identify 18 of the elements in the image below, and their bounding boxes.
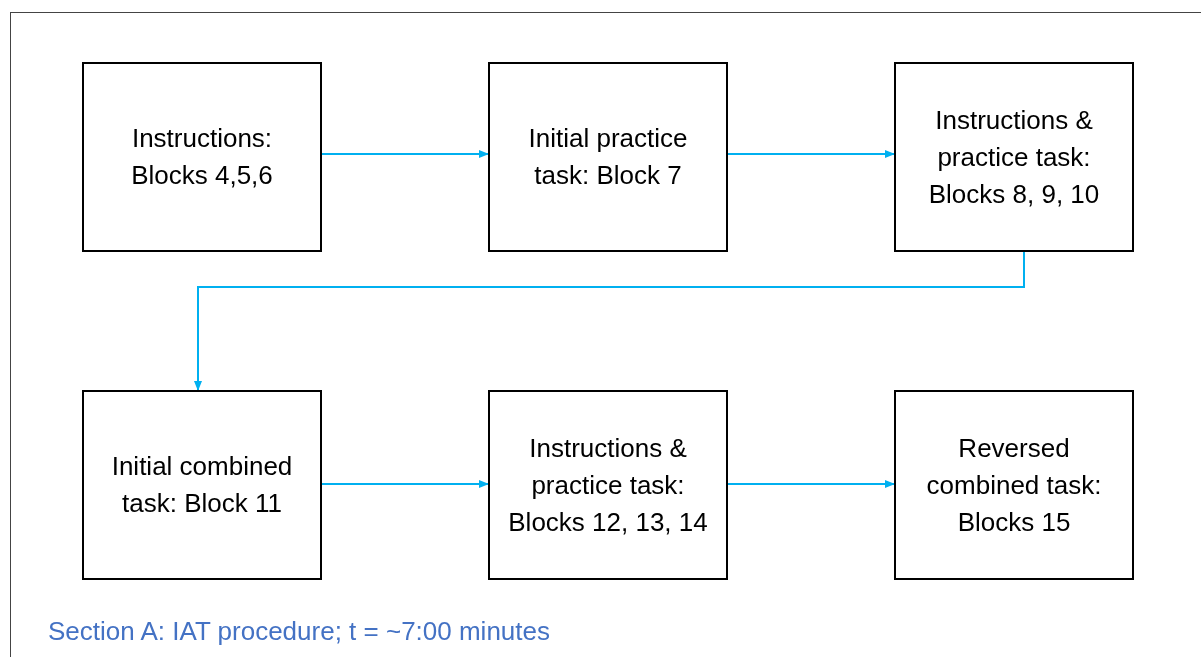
box-text: Initial practice task: Block 7 (527, 122, 689, 192)
arrow (321, 150, 489, 158)
process-box (894, 62, 1134, 252)
box-text: Instructions: Blocks 4,5,6 (130, 122, 274, 192)
arrow (194, 251, 1025, 391)
arrow (321, 480, 489, 488)
box-text: Reversed combined task: Blocks 15 (925, 431, 1103, 539)
caption: Section A: IAT procedure; t = ~7:00 minutes (48, 616, 550, 647)
box-text: Instructions & practice task: Blocks 8, 9, 10 (927, 103, 1101, 211)
process-box (894, 390, 1134, 580)
arrow (727, 480, 895, 488)
process-box (82, 62, 322, 252)
box-text: Instructions & practice task: Blocks 12, 13, 14 (507, 431, 709, 539)
arrow (727, 150, 895, 158)
box-text: Initial combined task: Block 11 (110, 450, 294, 520)
process-box (488, 390, 728, 580)
process-box (488, 62, 728, 252)
process-box (82, 390, 322, 580)
